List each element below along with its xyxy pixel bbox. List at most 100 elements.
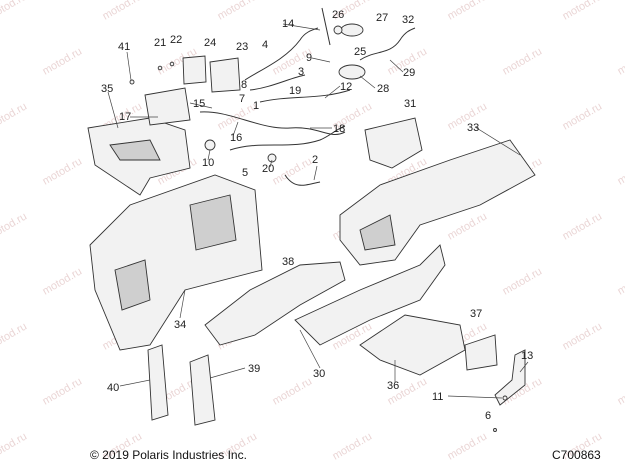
leader-40 [119, 379, 151, 387]
part-19-harness [259, 89, 351, 103]
callout: 5 [242, 167, 248, 179]
part-5-shade-a [189, 194, 237, 251]
watermark-text: motod.ru [216, 0, 260, 23]
leader-34 [179, 289, 186, 319]
part-31-box [364, 117, 423, 169]
callout-layer: 1 2 3 4 5 6 7 8 9 10 11 12 13 14 15 16 1… [101, 9, 533, 422]
leader-29 [389, 59, 404, 73]
part-41-fastener [129, 79, 135, 85]
part-13-bracket [494, 349, 526, 406]
leader-16 [232, 121, 239, 137]
callout: 35 [101, 83, 113, 95]
callout: 40 [107, 382, 119, 394]
callout: 33 [467, 122, 479, 134]
callout: 13 [521, 350, 533, 362]
part-5-shade-b [114, 259, 151, 311]
part-14-antenna [321, 7, 331, 46]
callout: 18 [333, 123, 345, 135]
part-21-fastener [157, 65, 163, 71]
part-20-connector [267, 153, 277, 163]
part-3-line [249, 74, 306, 91]
watermark-text: motod.ru [41, 155, 85, 187]
callout: 15 [193, 98, 205, 110]
callout: 12 [340, 81, 352, 93]
callout: 10 [202, 157, 214, 169]
callout: 26 [332, 9, 344, 21]
callout: 31 [404, 98, 416, 110]
part-6-screw [493, 428, 497, 432]
leader-30 [299, 329, 321, 369]
callout: 16 [230, 132, 242, 144]
watermark-text: motod.ru [41, 375, 85, 407]
part-11-screw [502, 395, 508, 401]
part-10-grommet [204, 139, 216, 151]
callout: 9 [306, 52, 312, 64]
part-24-plate [182, 55, 207, 85]
watermark-text: motod.ru [0, 320, 29, 352]
callout: 37 [470, 308, 482, 320]
watermark-text: motod.ru [446, 430, 490, 462]
part-38-tunnel [204, 261, 346, 346]
leader-15 [189, 102, 213, 109]
callout: 41 [118, 41, 130, 53]
callout: 1 [253, 100, 259, 112]
leader-13 [519, 361, 529, 373]
callout: 7 [239, 93, 245, 105]
callout: 2 [312, 154, 318, 166]
part-27-cap [340, 23, 364, 37]
leader-20 [269, 159, 273, 168]
callout: 11 [432, 391, 443, 403]
watermark-text: motod.ru [0, 430, 29, 462]
callout: 38 [282, 256, 294, 268]
watermark-text: motod.ru [561, 320, 605, 352]
callout: 34 [174, 319, 186, 331]
leader-12 [324, 85, 341, 99]
callout: 27 [376, 12, 388, 24]
callout: 24 [204, 37, 216, 49]
watermark-text: motod.ru [0, 0, 29, 23]
part-18-harness [229, 125, 346, 151]
watermark-text: motod.ru [501, 265, 545, 297]
leader-9 [311, 57, 331, 63]
leader-39 [209, 367, 246, 379]
watermark-text: motod.ru [561, 210, 605, 242]
part-29-hose [359, 27, 416, 61]
watermark-text: motod.ru [616, 265, 625, 297]
callout: 23 [236, 41, 248, 53]
callout: 30 [313, 368, 325, 380]
watermark-text: motod.ru [0, 210, 29, 242]
leader-2 [313, 165, 318, 181]
leader-33 [474, 126, 521, 156]
callout: 39 [248, 363, 260, 375]
callout: 25 [354, 46, 366, 58]
watermark-text: motod.ru [616, 155, 625, 187]
part-36-skid [359, 314, 466, 376]
callout: 19 [289, 85, 301, 97]
part-40-panel [147, 344, 169, 421]
part-37-vent [464, 334, 498, 371]
callout: 28 [377, 83, 389, 95]
watermark-text: motod.ru [0, 100, 29, 132]
callout: 3 [298, 66, 304, 78]
watermark-text: motod.ru [616, 375, 625, 407]
part-33-shade [359, 214, 396, 251]
leader-11 [447, 395, 503, 399]
leader-35 [107, 91, 119, 129]
watermark-text: motod.ru [41, 265, 85, 297]
part-35-shade [109, 139, 161, 161]
watermark-text: motod.ru [331, 430, 375, 462]
callout: 36 [387, 380, 399, 392]
watermark-text: motod.ru [446, 0, 490, 23]
callout: 22 [170, 34, 182, 46]
part-26-cap [333, 25, 343, 35]
part-17-bracket [144, 87, 191, 126]
leader-14 [282, 23, 321, 31]
part-22-fastener [169, 61, 175, 67]
watermark-text: motod.ru [501, 45, 545, 77]
parts-layer [87, 7, 536, 432]
copyright-notice: © 2019 Polaris Industries Inc. [90, 448, 247, 462]
watermark-text: motod.ru [41, 45, 85, 77]
leader-41 [126, 51, 132, 81]
